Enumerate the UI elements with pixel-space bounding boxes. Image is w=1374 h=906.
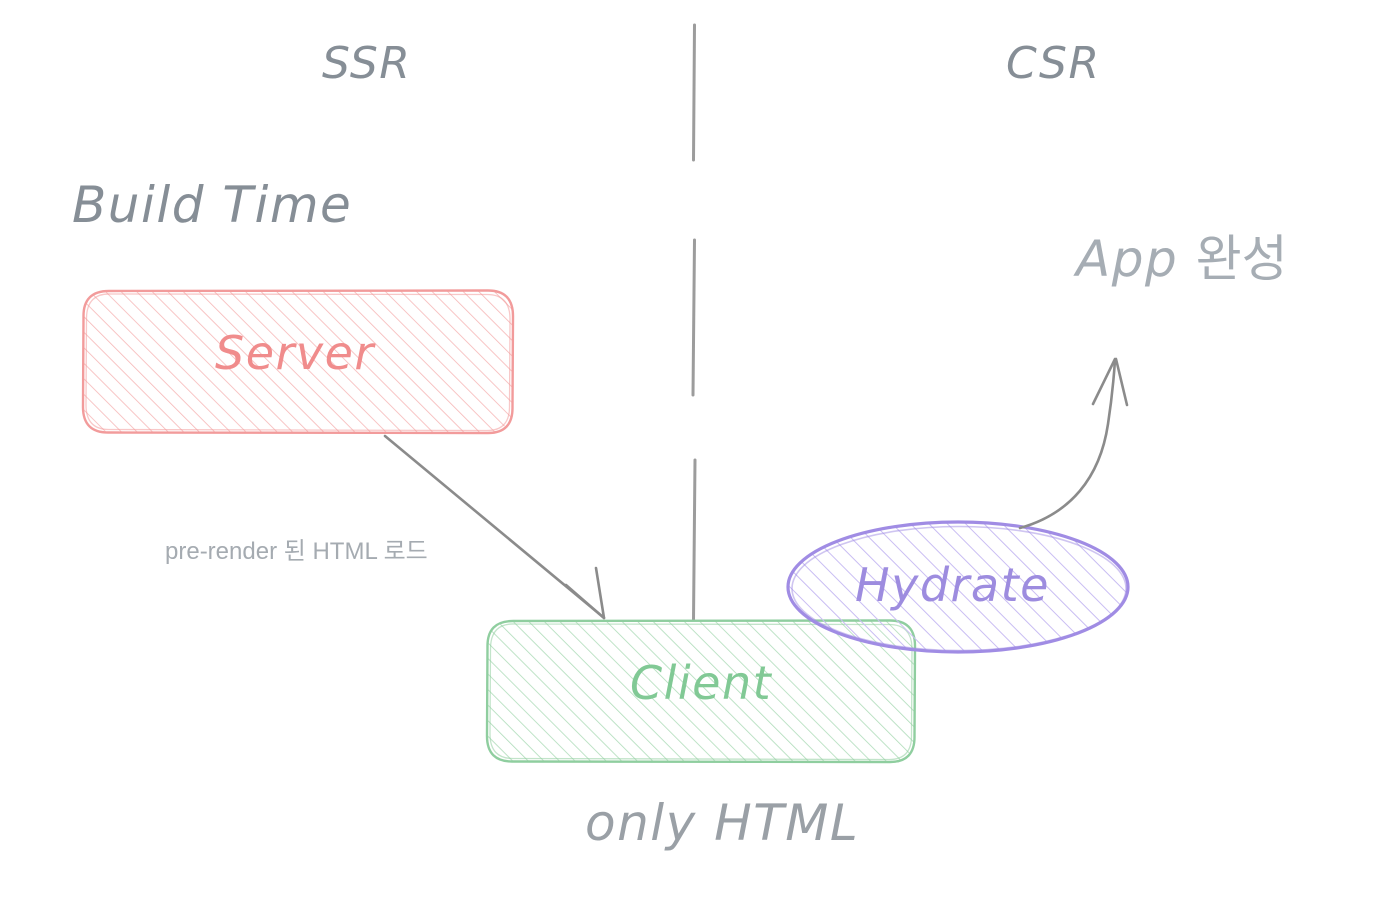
node-label-server: Server (215, 326, 375, 380)
node-label-client: Client (630, 656, 773, 710)
node-label-hydrate: Hydrate (855, 558, 1050, 612)
build-time-label: Build Time (72, 176, 353, 234)
app-complete-prefix: App (1076, 230, 1179, 288)
edge-label-prerender: pre-render 된 HTML 로드 (165, 538, 428, 565)
arrow-hydrate-to-app (1018, 357, 1129, 530)
vertical-dashed-divider (691, 23, 697, 622)
app-complete-suffix: 완성 (1195, 230, 1288, 288)
column-title-ssr: SSR (322, 38, 412, 89)
column-title-csr: CSR (1006, 38, 1101, 89)
arrow-server-to-client (383, 434, 606, 620)
only-html-label: only HTML (585, 794, 860, 852)
app-complete-label: App 완성 (1076, 234, 1288, 284)
